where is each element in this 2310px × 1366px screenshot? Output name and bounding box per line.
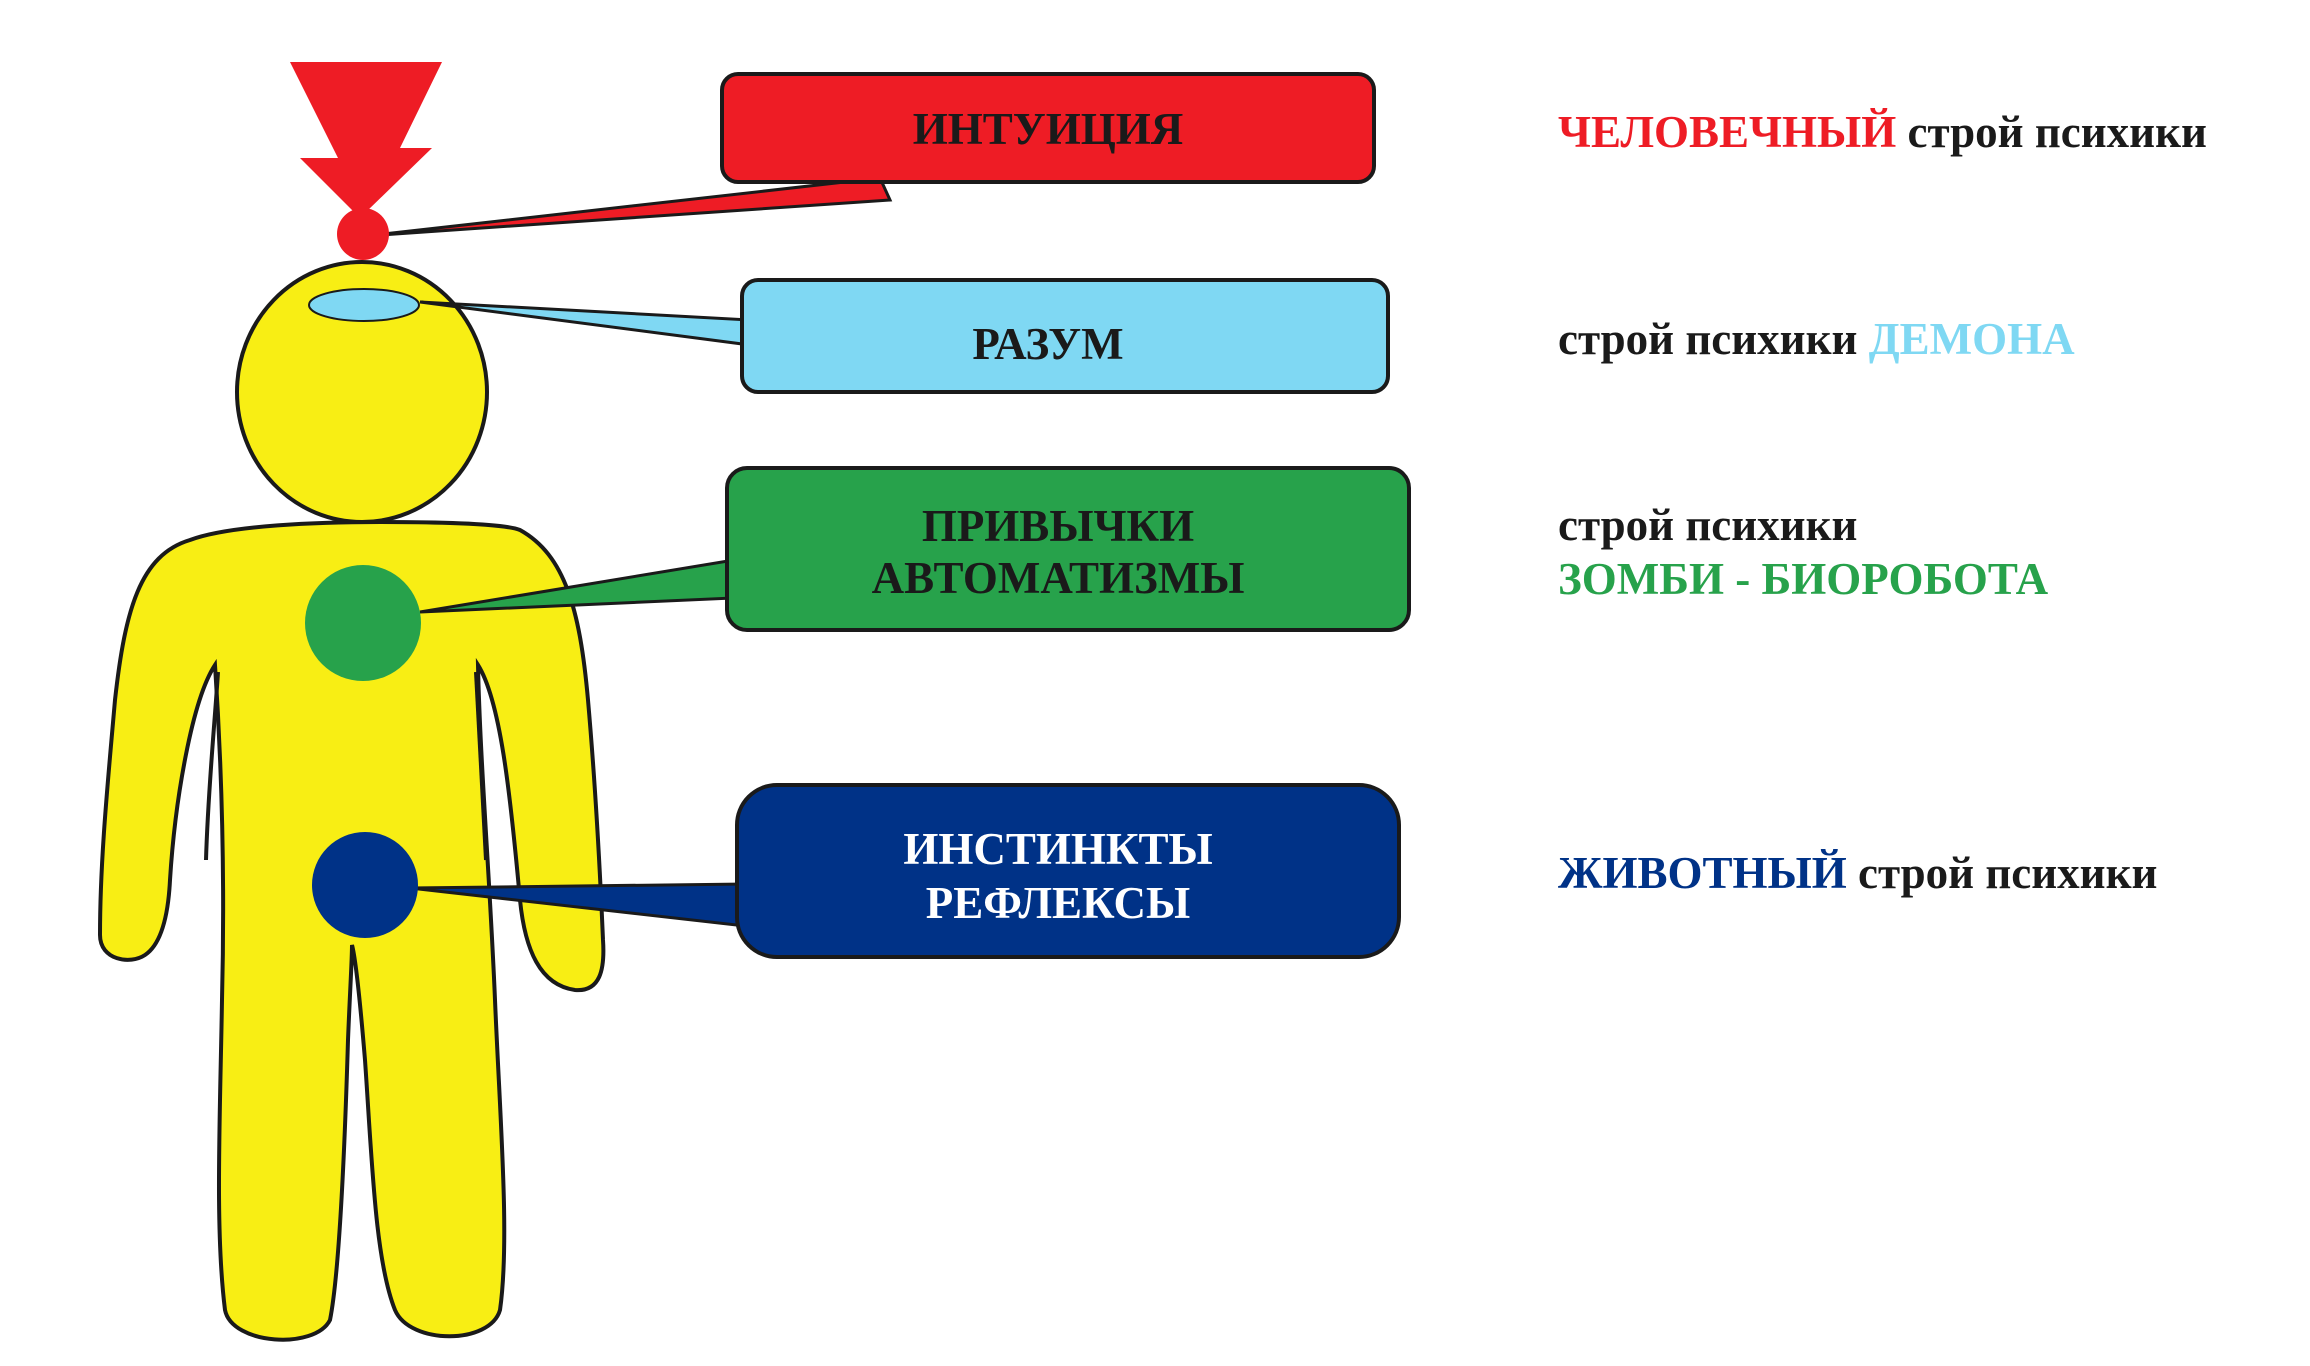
mode-demon: строй психики ДЕМОНА bbox=[1558, 314, 2075, 364]
human-figure bbox=[97, 260, 606, 1342]
habits-box bbox=[725, 466, 1411, 632]
mode-animal-part2: строй психики bbox=[1847, 848, 2158, 898]
mode-animal: ЖИВОТНЫЙ строй психики bbox=[1558, 848, 2157, 898]
reason-group: РАЗУМ bbox=[308, 278, 1390, 394]
intuition-group: ИНТУИЦИЯ bbox=[290, 62, 1376, 260]
reason-box bbox=[740, 278, 1390, 394]
mode-animal-part1: ЖИВОТНЫЙ bbox=[1558, 848, 1847, 898]
intuition-label: ИНТУИЦИЯ bbox=[913, 104, 1184, 154]
reason-oval bbox=[308, 288, 420, 322]
mode-demon-part2: ДЕМОНА bbox=[1869, 314, 2075, 364]
right-arm-line bbox=[474, 671, 488, 861]
instincts-box bbox=[735, 783, 1401, 959]
habits-label-line2: АВТОМАТИЗМЫ bbox=[872, 553, 1245, 603]
habits-circle bbox=[305, 565, 421, 681]
mode-zombie-line2: ЗОМБИ - БИОРОБОТА bbox=[1558, 554, 2049, 604]
mode-human-part1: ЧЕЛОВЕЧНЫЙ bbox=[1558, 107, 1896, 157]
intuition-dot bbox=[337, 208, 389, 260]
intuition-box bbox=[720, 72, 1376, 184]
intuition-arrow-icon bbox=[290, 62, 442, 222]
habits-group: ПРИВЫЧКИ АВТОМАТИЗМЫ bbox=[305, 466, 1411, 681]
mode-human-part2: строй психики bbox=[1896, 107, 2207, 157]
mode-human: ЧЕЛОВЕЧНЫЙ строй психики bbox=[1558, 107, 2207, 157]
mode-demon-part1: строй психики bbox=[1558, 314, 1869, 364]
instincts-label-line1: ИНСТИНКТЫ bbox=[903, 824, 1212, 874]
reason-label: РАЗУМ bbox=[972, 319, 1123, 369]
instincts-label-line2: РЕФЛЕКСЫ bbox=[926, 878, 1191, 928]
mode-descriptions: ЧЕЛОВЕЧНЫЙ строй психики строй психики Д… bbox=[1558, 107, 2207, 898]
figure-head bbox=[235, 260, 489, 524]
instincts-group: ИНСТИНКТЫ РЕФЛЕКСЫ bbox=[312, 783, 1401, 959]
left-arm-line bbox=[204, 671, 220, 861]
instincts-circle bbox=[312, 832, 418, 938]
intuition-pointer bbox=[365, 176, 893, 238]
habits-label-line1: ПРИВЫЧКИ bbox=[922, 501, 1194, 551]
mode-zombie-line1: строй психики bbox=[1558, 500, 1857, 550]
